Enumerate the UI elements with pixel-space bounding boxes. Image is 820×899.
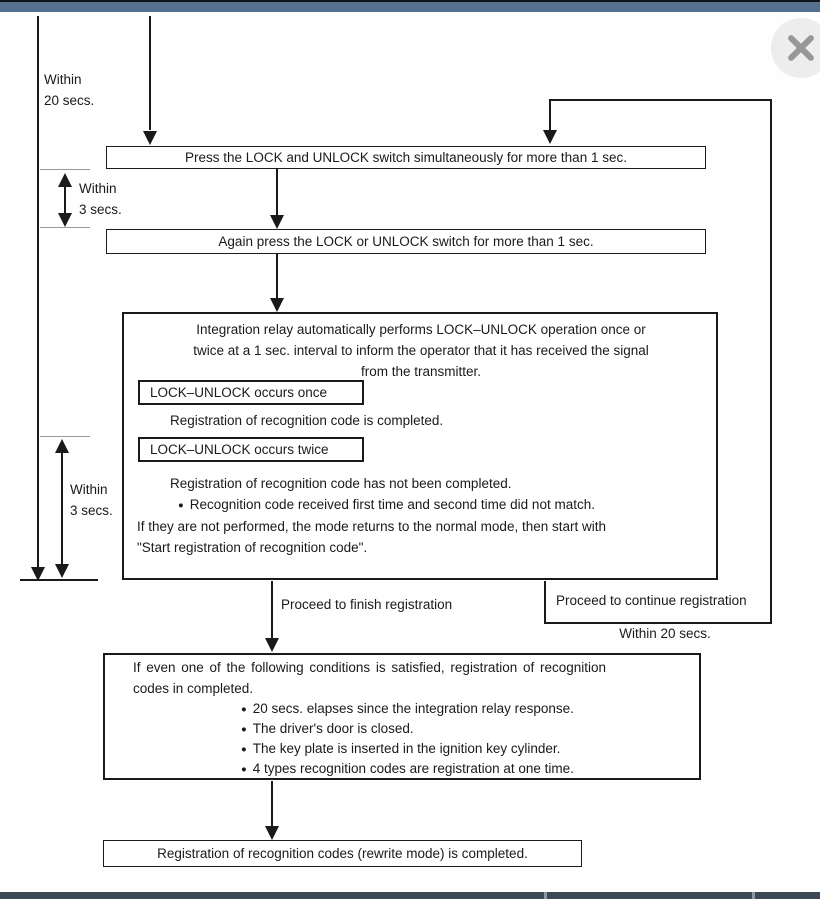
relay-intro-line: from the transmitter.	[360, 364, 482, 379]
header-top-strip	[0, 0, 820, 2]
feedback-loop-line	[544, 622, 772, 624]
flow-connector-line	[276, 254, 278, 298]
relay-intro-line: twice at a 1 sec. interval to inform the…	[193, 343, 649, 358]
bullet-icon: ●	[178, 500, 184, 511]
arrowhead-down-icon	[58, 213, 72, 227]
condition-bullet-item: ● 4 types recognition codes are registra…	[241, 761, 574, 776]
condition-bullet-item: ● 20 secs. elapses since the integration…	[241, 701, 574, 716]
arrowhead-up-icon	[55, 439, 69, 453]
feedback-loop-line	[549, 99, 772, 101]
flow-connector-line	[271, 781, 273, 826]
once-result-text: Registration of recognition code is comp…	[170, 413, 444, 428]
footer-bar	[0, 892, 820, 899]
condition-bullet-item: ● The driver's door is closed.	[241, 721, 414, 736]
condition-text: The key plate is inserted in the ignitio…	[252, 741, 561, 756]
final-box-registration-completed: Registration of recognition codes (rewri…	[103, 840, 582, 867]
step-box-again-press: Again press the LOCK or UNLOCK switch fo…	[106, 229, 706, 254]
footer-separator	[544, 892, 547, 899]
lock-unlock-twice-label: LOCK–UNLOCK occurs twice	[150, 442, 329, 457]
lock-unlock-twice-box: LOCK–UNLOCK occurs twice	[138, 437, 364, 462]
lock-unlock-once-label: LOCK–UNLOCK occurs once	[150, 385, 328, 400]
bullet-icon: ●	[241, 724, 247, 735]
condition-text: The driver's door is closed.	[252, 721, 414, 736]
close-button[interactable]	[771, 18, 820, 78]
arrowhead-down-icon	[143, 131, 157, 145]
flow-connector-line	[276, 169, 278, 215]
bullet-icon: ●	[241, 704, 247, 715]
timeline-tick	[40, 169, 90, 170]
within-3-secs-label: Within	[79, 181, 117, 196]
within-20-secs-right-label: Within 20 secs.	[619, 626, 711, 641]
condition-text: 20 secs. elapses since the integration r…	[252, 701, 574, 716]
arrowhead-down-icon	[265, 826, 279, 840]
conditions-box: If even one of the following conditions …	[103, 653, 701, 780]
step-text: Again press the LOCK or UNLOCK switch fo…	[218, 234, 594, 249]
double-arrow-line	[61, 446, 63, 566]
bullet-icon: ●	[241, 744, 247, 755]
footer-separator	[752, 892, 755, 899]
within-20-secs-label: Within	[44, 72, 82, 87]
relay-note-line: If they are not performed, the mode retu…	[137, 519, 606, 534]
twice-bullet-text: Recognition code received first time and…	[189, 497, 595, 512]
arrowhead-down-icon	[265, 638, 279, 652]
header-bar	[0, 2, 820, 12]
twice-result-text: Registration of recognition code has not…	[170, 476, 512, 491]
proceed-finish-label: Proceed to finish registration	[281, 597, 453, 612]
condition-bullet-item: ● The key plate is inserted in the ignit…	[241, 741, 560, 756]
lock-unlock-once-box: LOCK–UNLOCK occurs once	[138, 380, 364, 405]
timeline-tick	[40, 227, 90, 228]
arrowhead-down-icon	[31, 567, 45, 581]
timeline-tick	[40, 436, 90, 437]
arrowhead-up-icon	[58, 173, 72, 187]
step-text: Press the LOCK and UNLOCK switch simulta…	[185, 150, 627, 165]
feedback-loop-line	[549, 99, 551, 130]
twice-bullet-item: ● Recognition code received first time a…	[178, 497, 595, 512]
arrowhead-down-icon	[270, 298, 284, 312]
arrowhead-down-icon	[270, 215, 284, 229]
flow-connector-line	[271, 581, 273, 638]
timeline-rail-line	[37, 16, 39, 578]
double-arrow-line	[64, 180, 66, 220]
relay-intro-line: Integration relay automatically performs…	[196, 322, 646, 337]
step-box-press-lock-unlock: Press the LOCK and UNLOCK switch simulta…	[106, 146, 706, 169]
arrowhead-down-icon	[55, 564, 69, 578]
relay-response-box: Integration relay automatically performs…	[122, 312, 718, 580]
within-3-secs-label: 3 secs.	[70, 503, 113, 518]
final-text: Registration of recognition codes (rewri…	[157, 846, 528, 861]
within-3-secs-label: 3 secs.	[79, 202, 122, 217]
conditions-intro-line: codes in completed.	[133, 681, 254, 696]
feedback-loop-line	[544, 581, 546, 623]
arrowhead-down-icon	[543, 130, 557, 144]
timeline-baseline	[20, 579, 98, 581]
proceed-continue-label: Proceed to continue registration	[556, 593, 747, 608]
bullet-icon: ●	[241, 764, 247, 775]
conditions-intro-line: If even one of the following conditions …	[133, 660, 607, 675]
feedback-loop-line	[770, 99, 772, 624]
condition-text: 4 types recognition codes are registrati…	[252, 761, 574, 776]
within-20-secs-label: 20 secs.	[44, 93, 95, 108]
relay-note-line: "Start registration of recognition code"…	[137, 540, 368, 555]
flow-connector-line	[149, 16, 151, 130]
within-3-secs-label: Within	[70, 482, 108, 497]
